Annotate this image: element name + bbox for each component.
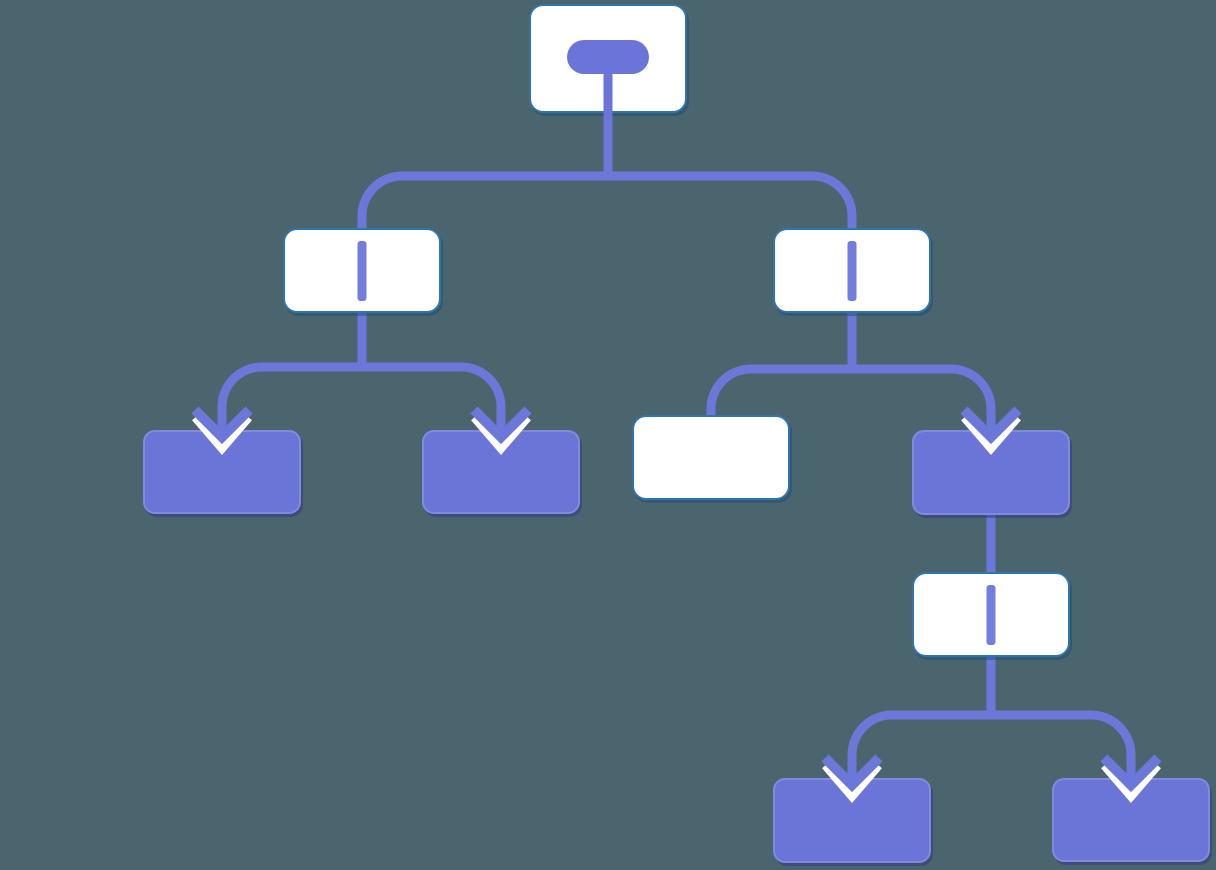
tree-node-leaf-left-1[interactable]	[143, 430, 301, 514]
tree-node-leaf-bottom-1[interactable]	[773, 778, 931, 863]
tree-connector-fork	[217, 362, 506, 436]
tree-connector-fork	[357, 171, 857, 230]
root-stem	[603, 66, 613, 117]
insertion-line-icon	[847, 241, 857, 301]
insertion-line-icon	[986, 585, 996, 645]
root-handle-icon	[567, 40, 649, 74]
tree-node-branch-right[interactable]	[773, 228, 931, 313]
tree-connector-fork	[847, 710, 1136, 784]
tree-node-branch-right-sub[interactable]	[912, 572, 1070, 657]
tree-node-root[interactable]	[529, 4, 687, 117]
tree-node-branch-left[interactable]	[283, 228, 441, 313]
tree-node-leaf-bottom-2[interactable]	[1052, 778, 1210, 862]
tree-node-child-right-1[interactable]	[632, 415, 790, 500]
tree-node-leaf-left-2[interactable]	[422, 430, 580, 514]
insertion-line-icon	[357, 241, 367, 301]
tree-node-child-right-2[interactable]	[912, 430, 1070, 515]
